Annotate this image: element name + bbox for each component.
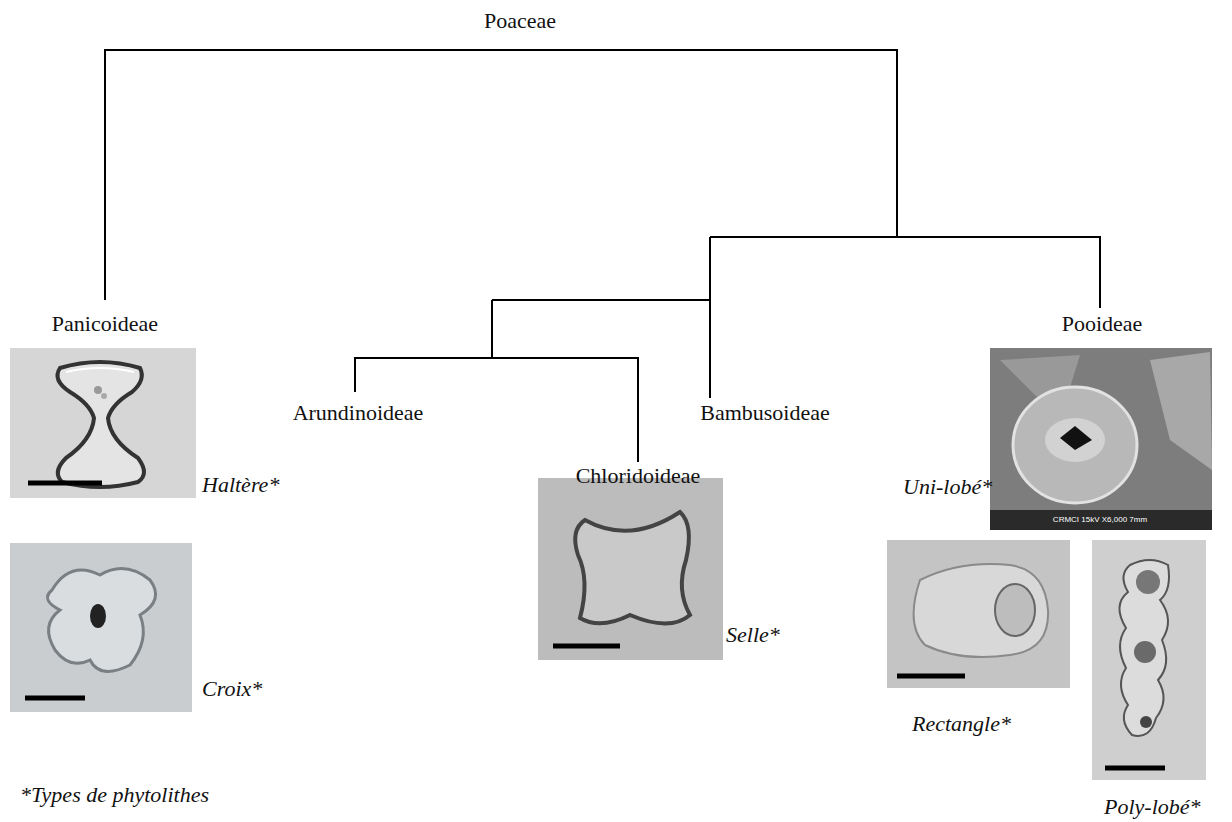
tree-root: Poaceae: [484, 8, 556, 33]
footnote: *Types de phytolithes: [20, 782, 209, 807]
saddle-photo: [538, 478, 723, 660]
subfamily-name: Bambusoideae: [700, 400, 830, 425]
phytolith-type: Uni-lobé*: [903, 474, 992, 499]
phytolith-type: Croix*: [202, 676, 262, 701]
subfamily-name: Chloridoideae: [576, 463, 701, 488]
subfamily-name: Arundinoideae: [293, 400, 424, 425]
phytolith-type: Selle*: [726, 622, 780, 647]
subfamily-name: Pooideae: [1062, 311, 1143, 336]
subfamily-name: Panicoideae: [52, 311, 158, 336]
tree-branches: [105, 50, 1100, 462]
cross-photo: [10, 543, 192, 712]
rectangle-photo: [887, 540, 1070, 688]
phytolith-type: Rectangle*: [912, 711, 1011, 736]
sem-photo: [990, 348, 1212, 530]
phytolith-type: Haltère*: [202, 472, 279, 497]
dumbbell-photo: [10, 348, 196, 498]
phytolith-type: Poly-lobé*: [1104, 794, 1201, 819]
micrograph-caption: CRMCI 15kV X6,000 7mm: [1051, 515, 1149, 524]
polylobate-photo: [1092, 540, 1206, 780]
